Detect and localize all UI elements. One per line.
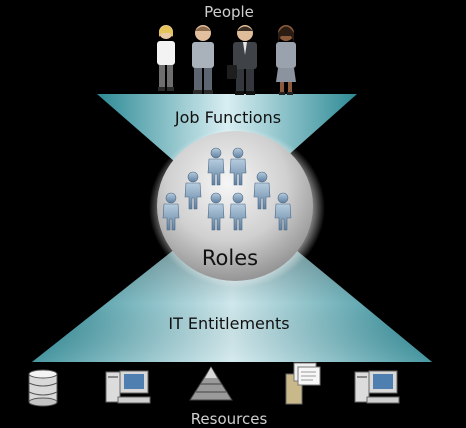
resources-label: Resources <box>191 410 268 428</box>
woman-business-person-icon <box>276 25 296 95</box>
man-casual-person-icon <box>192 25 214 94</box>
desktop-computer-icon <box>105 370 151 404</box>
it-entitlements-band-shade <box>32 245 432 362</box>
database-icon <box>28 369 58 407</box>
people-label: People <box>204 3 254 21</box>
roles-label: Roles <box>202 246 258 270</box>
desktop-computer-icon <box>354 370 400 404</box>
documents-server-icon <box>285 362 321 405</box>
job-functions-label: Job Functions <box>174 108 281 127</box>
pyramid-chart-icon <box>189 366 233 401</box>
woman-blonde-person-icon <box>157 25 175 91</box>
it-entitlements-label: IT Entitlements <box>168 314 289 333</box>
businessman-with-briefcase-icon <box>227 25 257 95</box>
